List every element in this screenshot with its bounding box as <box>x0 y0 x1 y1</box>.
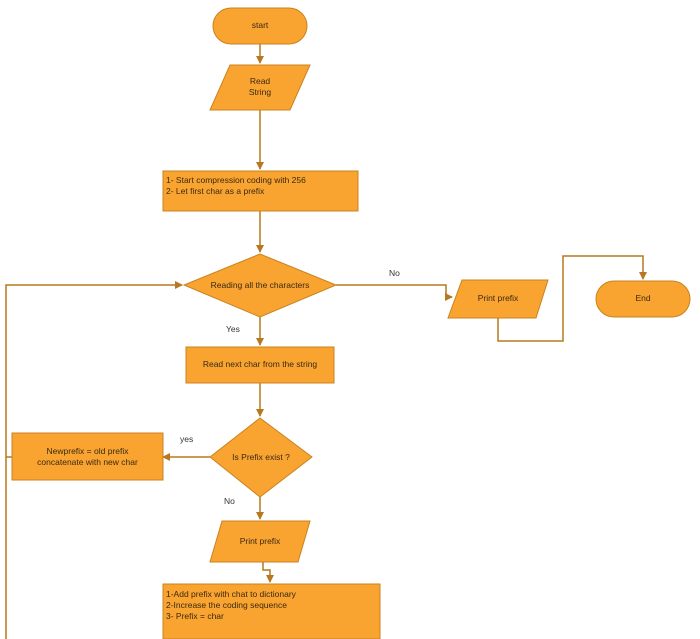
is-prefix-label: Is Prefix exist ? <box>232 452 290 462</box>
end-label: End <box>635 293 651 303</box>
read-next-process-box <box>185 346 335 384</box>
edge-print-to-end <box>497 255 647 342</box>
reading-decision-diamond <box>182 253 338 318</box>
add-prefix-label: 1-Add prefix with chat to dictionary 2-I… <box>166 589 296 621</box>
print-prefix-bottom-label: Print prefix <box>239 536 281 546</box>
edge-label-no-mid: No <box>224 496 235 506</box>
edge-loop-back <box>5 281 183 639</box>
read-next-label: Read next char from the string <box>202 359 318 369</box>
is-prefix-decision-diamond <box>209 417 313 498</box>
edge-decision-no-to-print <box>336 284 453 301</box>
add-prefix-process-box <box>162 583 381 639</box>
edge-label-yes-top: Yes <box>226 324 240 334</box>
init-process-box <box>162 170 359 212</box>
print-prefix-right-label: Print prefix <box>477 293 519 303</box>
init-label: 1- Start compression coding with 256 2- … <box>166 175 306 196</box>
edge-label-yes-mid: yes <box>180 434 194 444</box>
newprefix-label: Newprefix = old prefix concatenate with … <box>37 446 138 467</box>
newprefix-process-box <box>11 432 164 481</box>
read-string-label: Read String <box>248 76 272 97</box>
end-terminator <box>595 280 691 318</box>
edge-label-no-top: No <box>389 268 400 278</box>
edge-print-to-add <box>262 562 274 583</box>
start-label: start <box>251 20 269 30</box>
reading-all-label: Reading all the characters <box>210 280 310 290</box>
start-terminator <box>212 7 308 45</box>
read-string-parallelogram <box>209 64 311 111</box>
print-prefix-bottom-parallelogram <box>209 520 311 563</box>
print-prefix-right-parallelogram <box>447 279 549 319</box>
